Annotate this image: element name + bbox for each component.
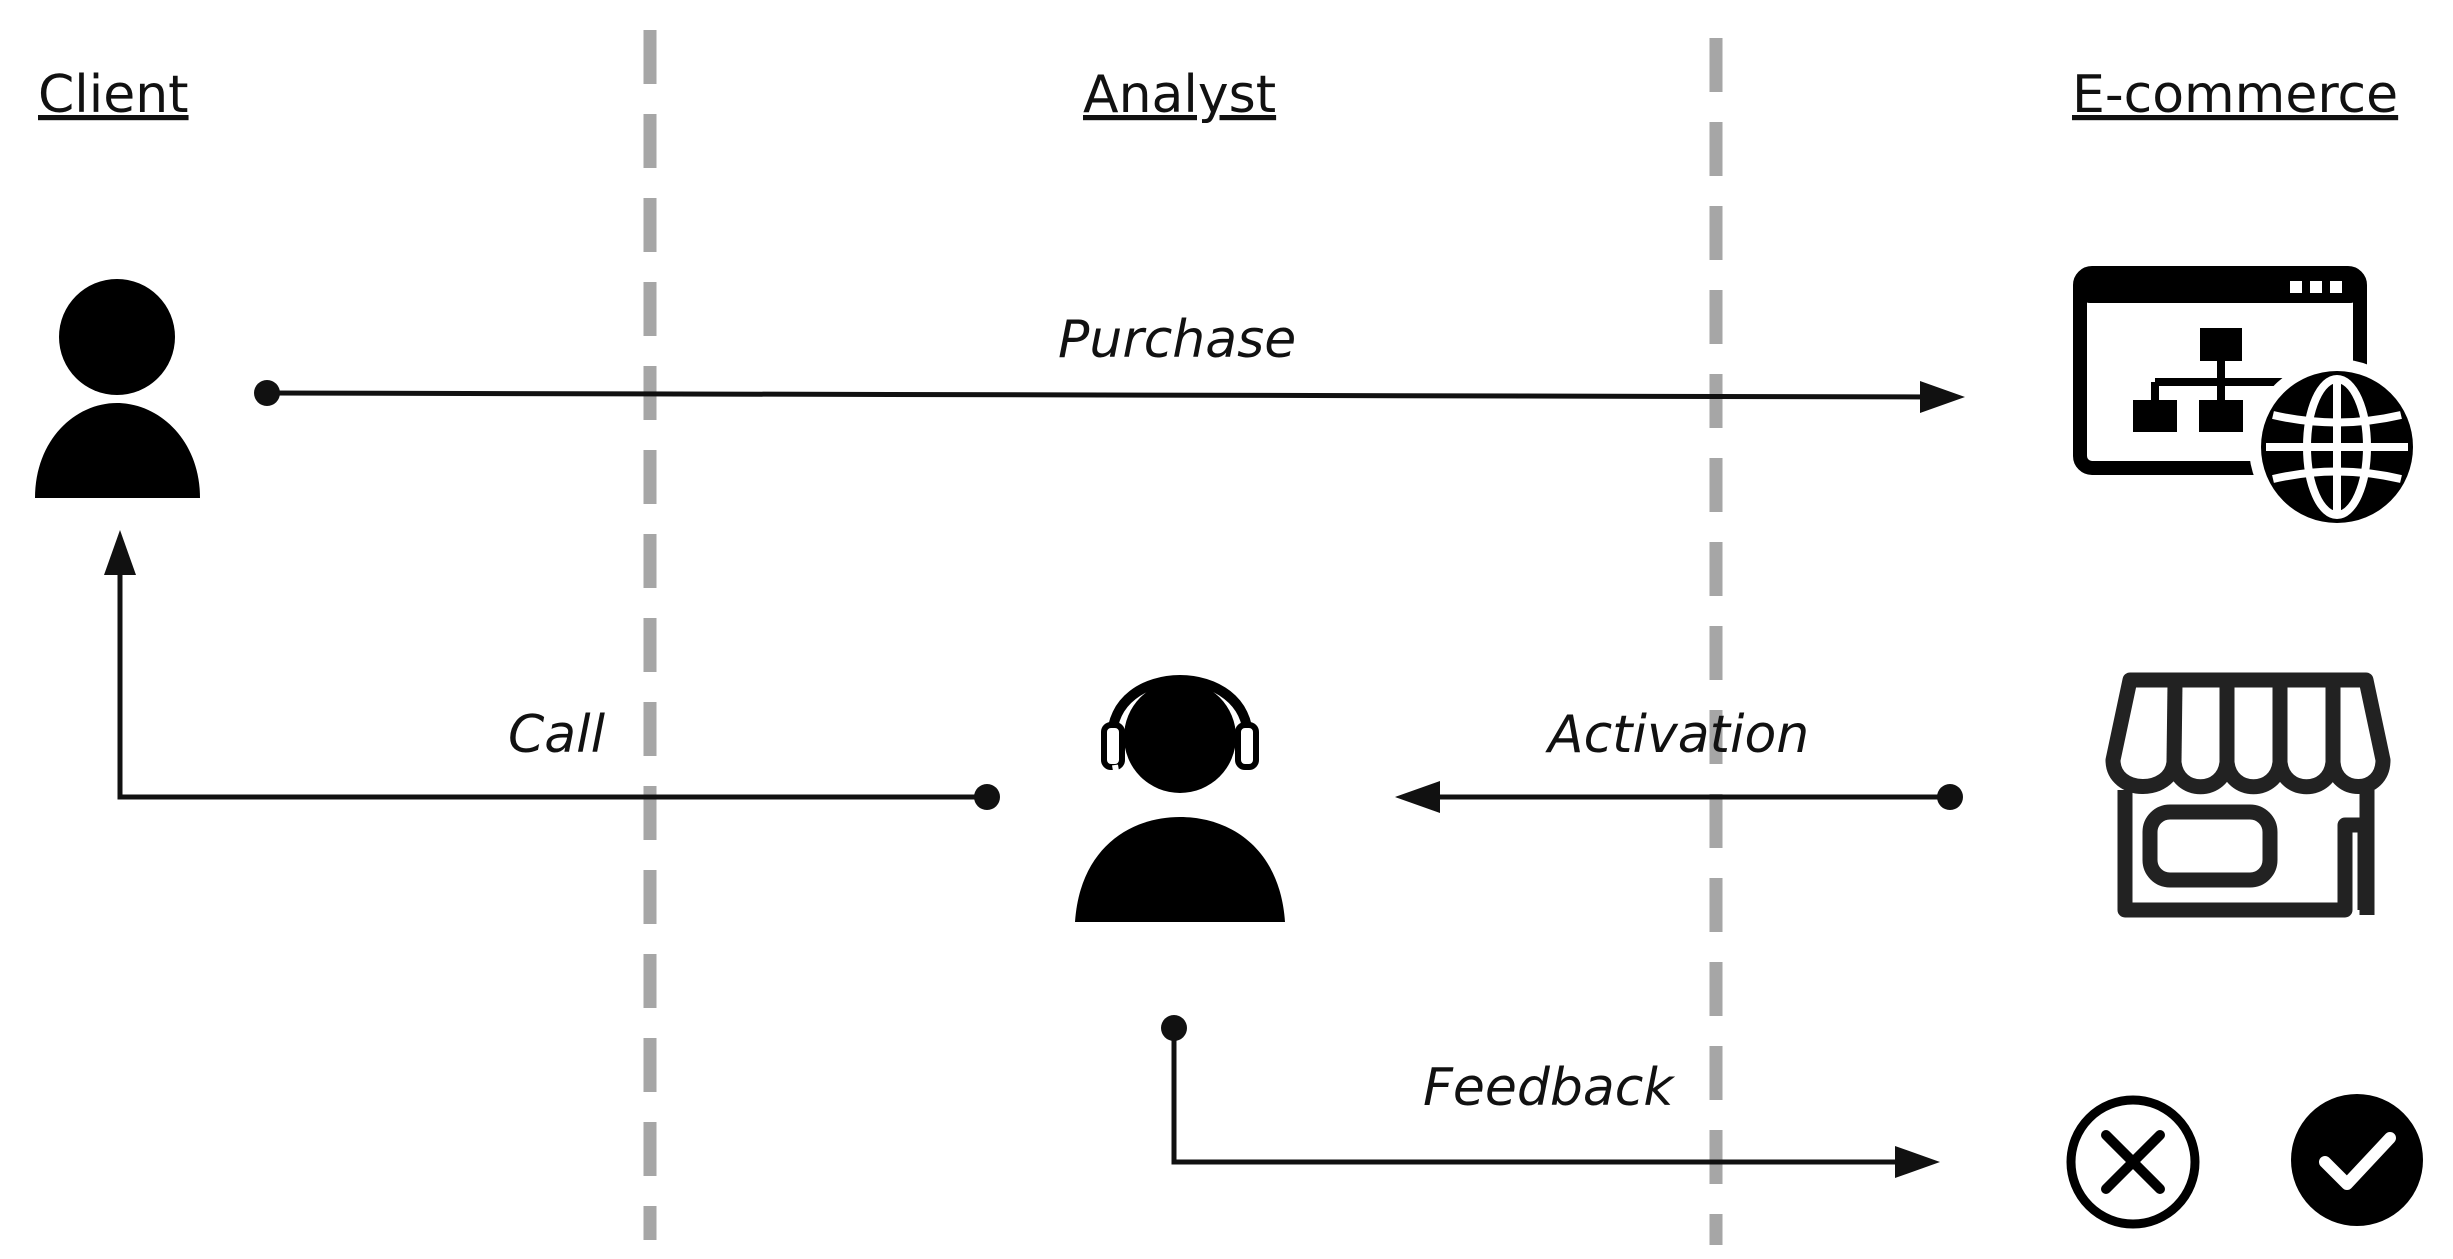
- x-circle-icon: [2066, 1095, 2200, 1229]
- lane-title-ecommerce: E-commerce: [2072, 65, 2398, 125]
- lane-title-client: Client: [38, 65, 189, 125]
- flow-call: [104, 530, 1000, 810]
- flow-feedback: [1161, 1015, 1940, 1178]
- website-sitemap-globe-icon: [2073, 266, 2425, 535]
- storefront-icon: [2105, 672, 2391, 918]
- headset-operator-icon: [1075, 675, 1285, 922]
- flow-label-purchase: Purchase: [1058, 310, 1296, 370]
- flow-purchase: [254, 380, 1965, 413]
- flow-label-activation: Activation: [1545, 705, 1809, 765]
- person-icon: [35, 279, 200, 498]
- flow-label-call: Call: [508, 705, 606, 765]
- check-circle-icon: [2291, 1094, 2423, 1226]
- flow-activation: [1395, 781, 1963, 813]
- lane-title-analyst: Analyst: [1083, 65, 1276, 125]
- flow-label-feedback: Feedback: [1423, 1058, 1675, 1118]
